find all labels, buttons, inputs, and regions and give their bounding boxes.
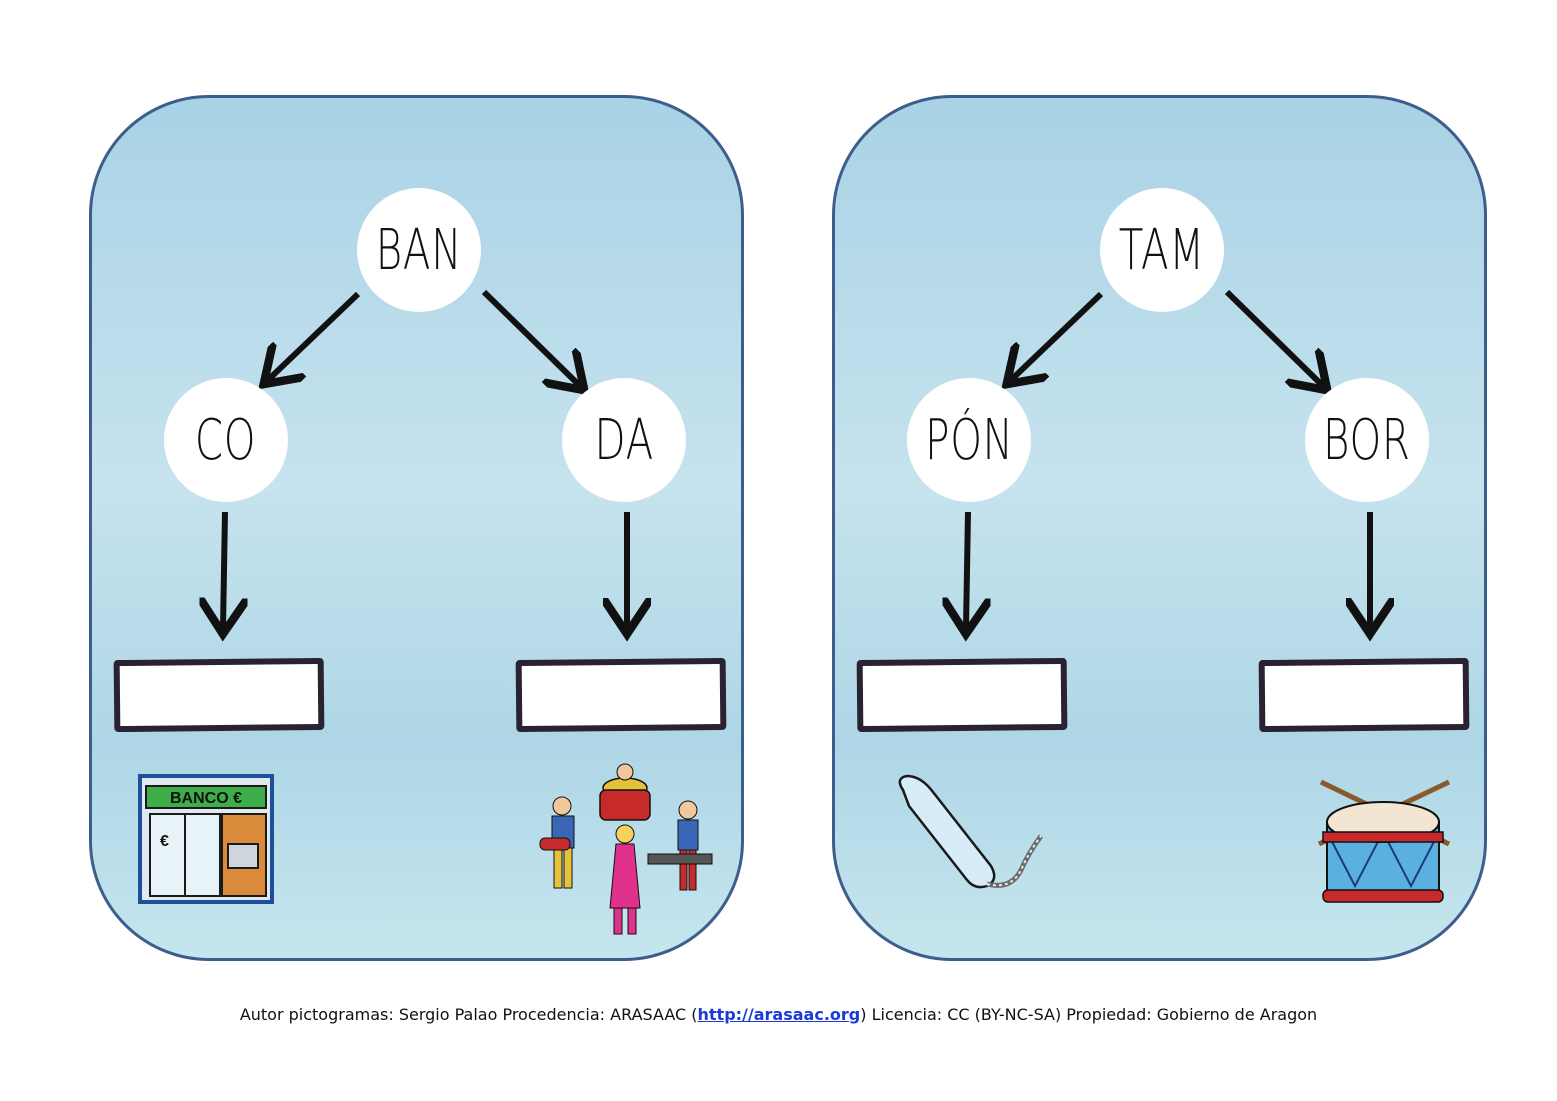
arrows-layer	[92, 289, 744, 961]
root-syllable-bubble: TAM	[1100, 188, 1224, 312]
answer-box-left[interactable]	[113, 657, 325, 733]
answer-box-right[interactable]	[1258, 657, 1470, 733]
arrow-root-to-right	[1224, 289, 1323, 386]
bank-sign-label: BANCO €	[170, 790, 242, 807]
left-syllable-bubble: CO	[164, 378, 288, 502]
word-card-banco-banda: BAN CO DA BANCO € €	[89, 95, 744, 961]
tampon-icon	[898, 774, 1044, 889]
right-syllable-bubble: BOR	[1305, 378, 1429, 502]
left-syllable: PÓN	[924, 407, 1014, 473]
arrow-left-to-box	[223, 511, 225, 628]
root-syllable: BAN	[375, 217, 463, 283]
bank-icon: BANCO € €	[138, 774, 274, 904]
answer-box-right[interactable]	[515, 657, 727, 733]
root-syllable: TAM	[1118, 217, 1206, 283]
footer-suffix: ) Licencia: CC (BY-NC-SA) Propiedad: Gob…	[860, 1005, 1318, 1024]
arasaac-link[interactable]: http://arasaac.org	[697, 1005, 861, 1024]
left-syllable-bubble: PÓN	[907, 378, 1031, 502]
arrow-root-to-left	[1011, 291, 1104, 380]
drum-icon	[1317, 779, 1451, 903]
right-syllable: DA	[594, 407, 654, 473]
footer-prefix: Autor pictogramas: Sergio Palao Proceden…	[239, 1005, 698, 1024]
answer-box-left[interactable]	[856, 657, 1068, 733]
attribution-footer: Autor pictogramas: Sergio Palao Proceden…	[0, 1005, 1557, 1024]
left-syllable: CO	[195, 407, 257, 473]
music-band-icon	[539, 763, 713, 935]
svg-text:€: €	[160, 833, 169, 850]
right-syllable-bubble: DA	[562, 378, 686, 502]
arrow-left-to-box	[966, 511, 968, 628]
arrows-layer	[835, 289, 1487, 961]
arrow-root-to-left	[268, 291, 361, 380]
arrow-root-to-right	[481, 289, 580, 386]
root-syllable-bubble: BAN	[357, 188, 481, 312]
right-syllable: BOR	[1323, 407, 1411, 473]
word-card-tampon-tambor: TAM PÓN BOR	[832, 95, 1487, 961]
